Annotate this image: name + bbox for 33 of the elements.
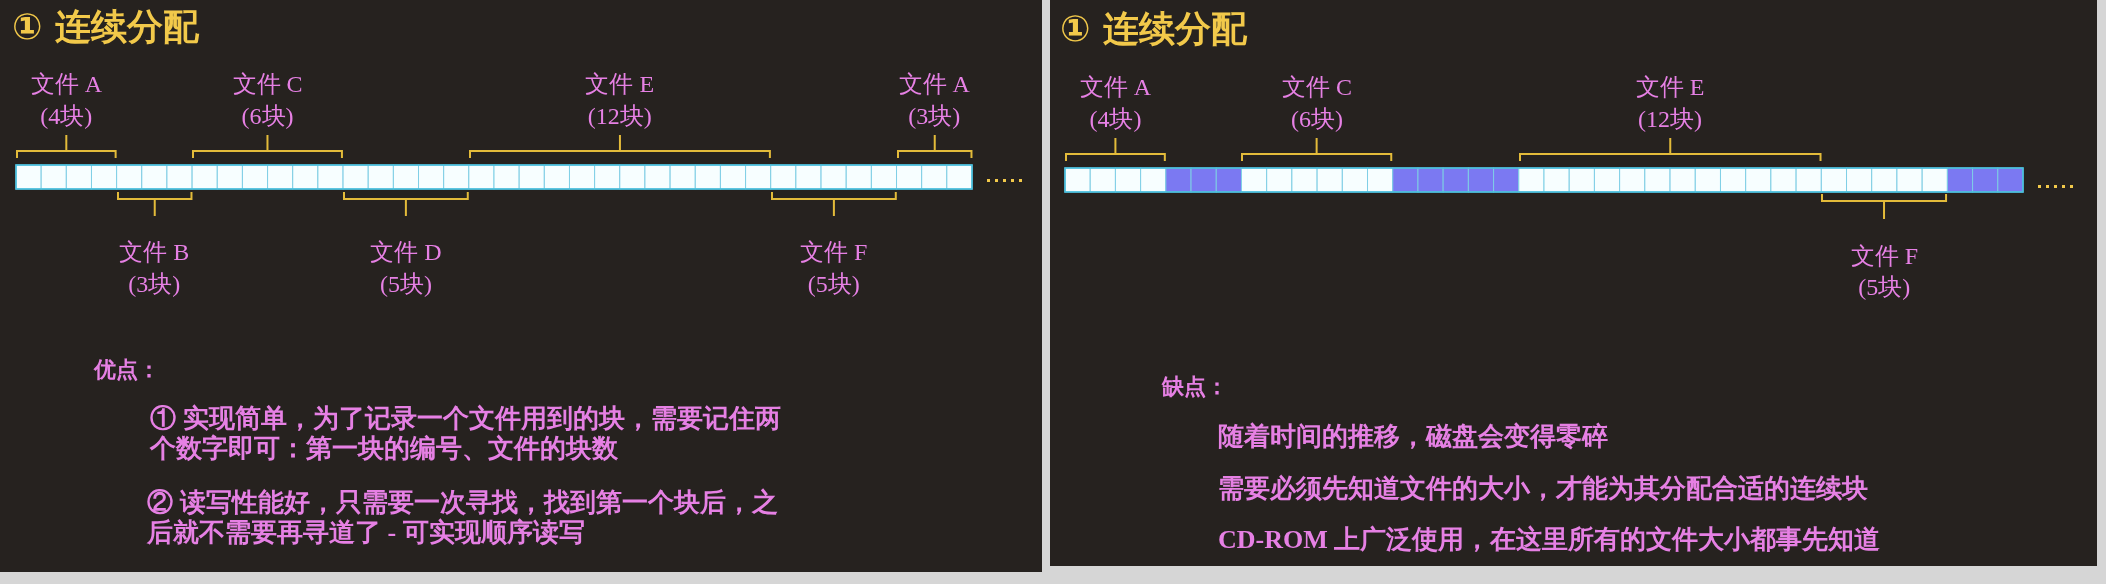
list-item: CD-ROM 上广泛使用，在这里所有的文件大小都事先知道: [1218, 525, 1881, 555]
block-count-label: (6块): [1291, 106, 1344, 134]
slide-title: ① 连续分配: [12, 6, 199, 48]
block-count-label: (3块): [128, 271, 181, 299]
block-count-label: (3块): [908, 103, 961, 131]
file-label: 文件 B: [119, 239, 190, 267]
slide-title: ① 连续分配: [1060, 8, 1247, 50]
list-item: ① 实现简单，为了记录一个文件用到的块，需要记住两个数字即可：第一块的编号、文件的块数: [150, 404, 782, 464]
list-item: 需要必须先知道文件的大小，才能为其分配合适的连续块: [1218, 474, 1868, 504]
file-label: 文件 E: [1635, 74, 1705, 102]
block-count-label: (4块): [40, 103, 93, 131]
block-count-label: (12块): [1638, 106, 1703, 134]
file-label: 文件 A: [30, 71, 102, 99]
slide-panel: [0, 0, 1042, 572]
file-label: 文件 A: [898, 71, 970, 99]
list-item: ② 读写性能好，只需要一次寻找，找到第一个块后，之后就不需要再寻道了 - 可实现顺序读写: [147, 488, 779, 548]
slide-panel: [1050, 0, 2097, 566]
file-label: 文件 E: [585, 71, 655, 99]
section-heading: 优点：: [94, 357, 160, 383]
file-label: 文件 C: [232, 71, 303, 99]
list-item: 随着时间的推移，磁盘会变得零碎: [1218, 422, 1608, 452]
file-label: 文件 C: [1282, 74, 1353, 102]
block-count-label: (4块): [1089, 106, 1142, 134]
block-count-label: (5块): [379, 271, 432, 299]
block-count-label: (6块): [241, 103, 294, 131]
block-count-label: (5块): [807, 271, 860, 299]
file-label: 文件 F: [1850, 243, 1918, 271]
file-label: 文件 A: [1079, 74, 1152, 102]
block-count-label: (12块): [587, 103, 652, 131]
section-heading: 缺点：: [1162, 374, 1228, 400]
file-label: 文件 D: [370, 239, 442, 267]
block-count-label: (5块): [1858, 274, 1911, 302]
file-label: 文件 F: [799, 239, 868, 267]
